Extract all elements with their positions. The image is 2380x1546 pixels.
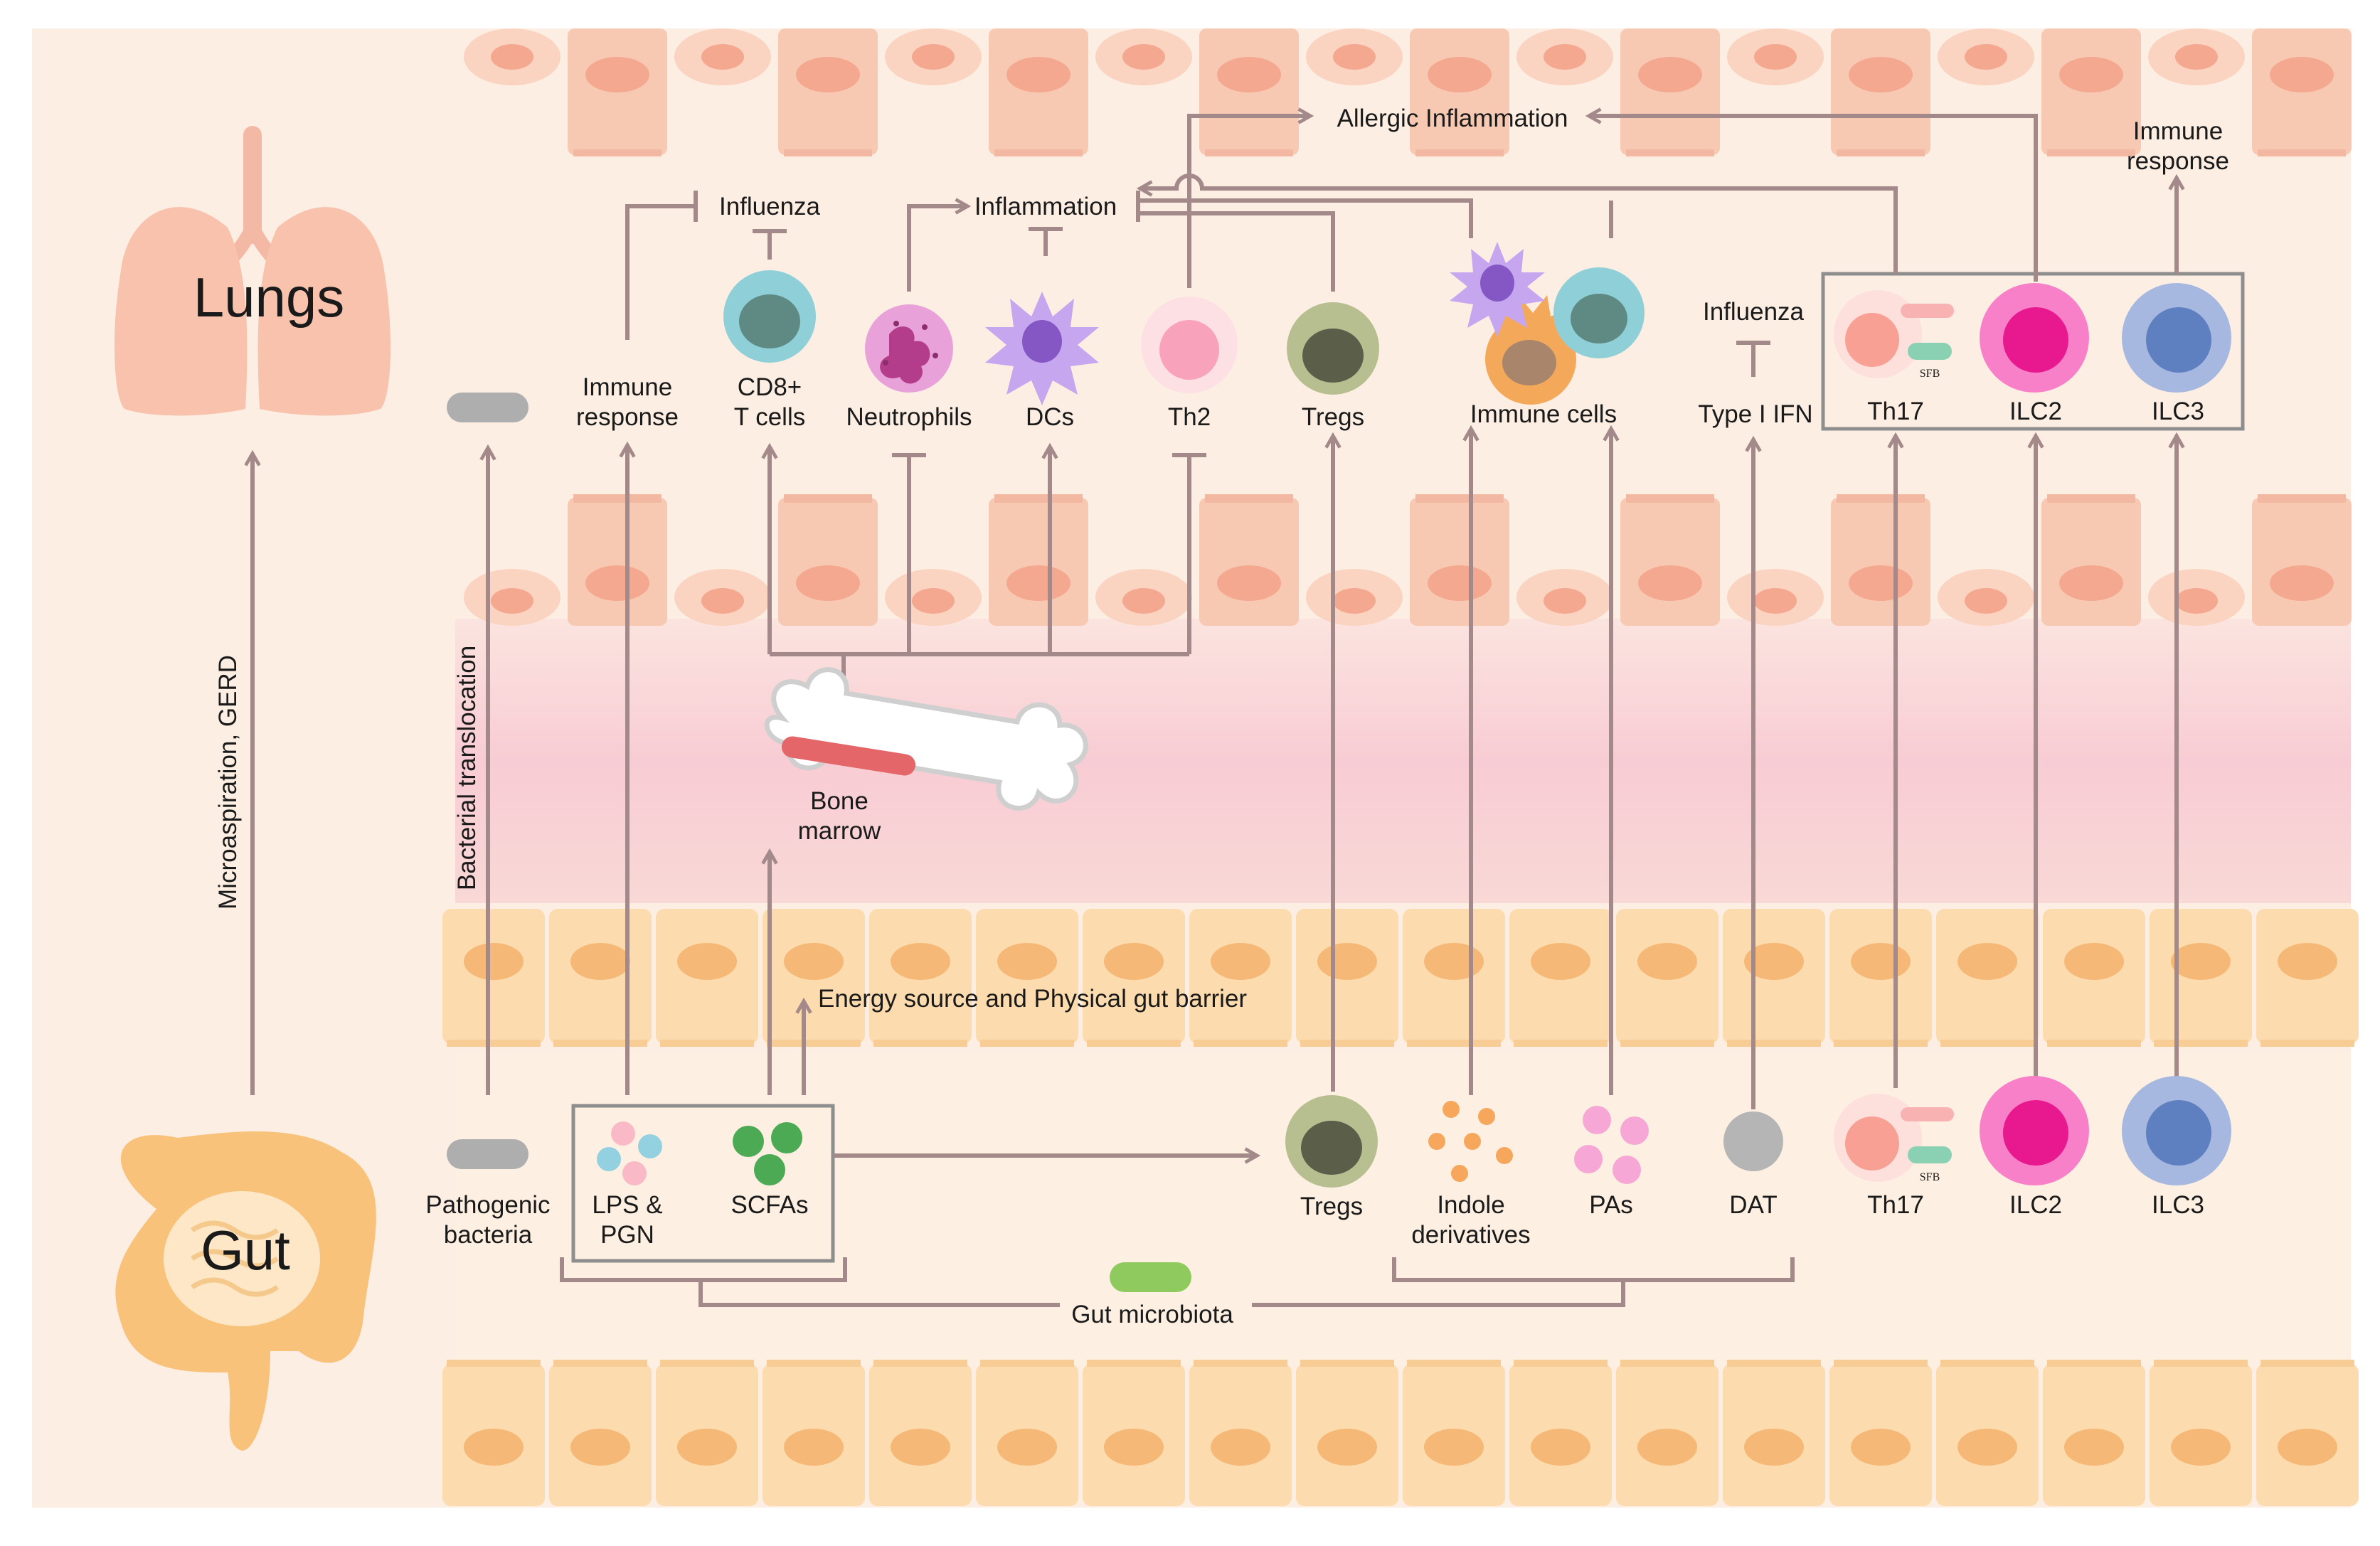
pathogenic-label-1: Pathogenic — [425, 1191, 550, 1219]
lps-label-2: PGN — [600, 1221, 654, 1249]
immune-response-top-1: Immune — [2133, 117, 2223, 145]
lung-epithelium-bottom — [464, 494, 2352, 626]
type-i-ifn-label: Type I IFN — [1698, 400, 1812, 428]
tregs-label-lung: Tregs — [1302, 403, 1364, 431]
bone-marrow-label-1: Bone — [810, 787, 868, 815]
ilc3-cell-icon-lung — [2122, 283, 2231, 393]
dat-label: DAT — [1729, 1191, 1777, 1219]
bloodstream-band — [455, 619, 2351, 903]
lps-scfa-box — [571, 1104, 835, 1263]
ilc3-label-lung: ILC3 — [2152, 398, 2204, 425]
inflammation-label: Inflammation — [974, 193, 1117, 220]
cd8-label-2: T cells — [734, 403, 806, 431]
energy-source-label: Energy source and Physical gut barrier — [818, 985, 1247, 1013]
lungs-organ-icon: Lungs — [114, 126, 391, 416]
th17-cell-icon-gut: SFB — [1834, 1094, 1954, 1183]
lps-label-1: LPS & — [592, 1191, 662, 1219]
immune-response-label-1: Immune — [583, 373, 672, 401]
ilc2-cell-icon-lung — [1980, 283, 2089, 393]
dat-icon — [1723, 1111, 1783, 1171]
gut-microbiota-brackets — [560, 1257, 1795, 1307]
influenza-label-left: Influenza — [719, 193, 821, 220]
bacterial-translocation-label: Bacterial translocation — [453, 646, 481, 890]
top-connectors — [625, 107, 2185, 377]
pas-label: PAs — [1589, 1191, 1633, 1219]
bone-marrow-label-2: marrow — [798, 817, 881, 845]
lps-pgn-icon — [597, 1121, 662, 1185]
th17-cell-icon-lung: SFB — [1834, 290, 1954, 380]
gut-epithelium-upper — [442, 909, 2359, 1047]
pathogenic-bacterium-lung — [447, 393, 528, 422]
sfb-label-lung: SFB — [1920, 368, 1940, 380]
bone-marrow-icon — [764, 667, 1088, 811]
influenza-label-right: Influenza — [1703, 298, 1805, 326]
ilc2-cell-icon-gut — [1980, 1076, 2089, 1185]
immune-cells-label: Immune cells — [1470, 400, 1617, 428]
microaspiration-label: Microaspiration, GERD — [214, 655, 242, 910]
th2-cell-icon — [1141, 297, 1238, 393]
lungs-label: Lungs — [193, 266, 345, 329]
ilc3-label-gut: ILC3 — [2152, 1191, 2204, 1219]
lung-ilc-th17-box — [1821, 272, 2245, 431]
cd8-t-cell-icon — [723, 270, 816, 363]
th17-label-lung: Th17 — [1867, 398, 1924, 425]
immune-response-top-2: response — [2127, 147, 2229, 175]
tregs-label-gut: Tregs — [1300, 1193, 1363, 1220]
ilc3-cell-icon-gut — [2122, 1076, 2231, 1185]
gut-to-lung-arrows — [619, 425, 2185, 1109]
treg-cell-icon-gut — [1285, 1095, 1378, 1188]
bone-marrow-connectors — [761, 442, 1206, 690]
indole-label-2: derivatives — [1411, 1221, 1530, 1249]
allergic-inflammation-label: Allergic Inflammation — [1337, 105, 1568, 132]
immune-cells-cluster-icon — [1450, 242, 1645, 405]
neutrophil-icon — [865, 304, 953, 393]
ilc2-label-gut: ILC2 — [2009, 1191, 2062, 1219]
scfas-label: SCFAs — [731, 1191, 809, 1219]
cd8-label-1: CD8+ — [738, 373, 802, 401]
immune-response-label-2: response — [576, 403, 679, 431]
dendritic-cell-icon — [985, 292, 1099, 405]
indole-derivatives-icon — [1428, 1101, 1513, 1182]
scfa-icon — [733, 1122, 802, 1185]
dcs-label: DCs — [1026, 403, 1074, 431]
gut-organ-icon: Gut — [115, 1131, 376, 1451]
lung-epithelium-top — [464, 28, 2352, 156]
gut-microbiota-label: Gut microbiota — [1071, 1301, 1233, 1328]
treg-cell-icon-lung — [1287, 302, 1379, 395]
pas-icon — [1574, 1106, 1649, 1184]
pathogenic-bacterium-gut — [447, 1139, 528, 1169]
indole-label-1: Indole — [1437, 1191, 1504, 1219]
pathogenic-label-2: bacteria — [444, 1221, 533, 1249]
gut-label: Gut — [201, 1219, 290, 1281]
sfb-label-gut: SFB — [1920, 1171, 1940, 1183]
neutrophils-label: Neutrophils — [846, 403, 972, 431]
gut-microbiota-icon — [1110, 1262, 1191, 1292]
ilc2-label-lung: ILC2 — [2009, 398, 2062, 425]
gut-epithelium-lower — [442, 1360, 2359, 1506]
th2-label: Th2 — [1168, 403, 1211, 431]
th17-label-gut: Th17 — [1867, 1191, 1924, 1219]
